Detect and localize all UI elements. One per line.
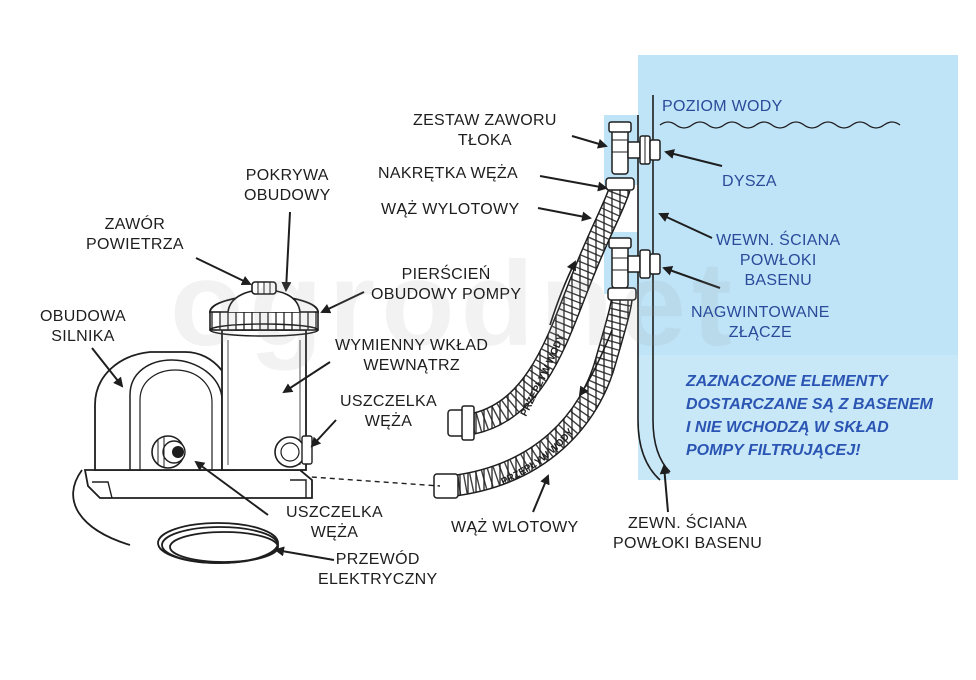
label-water-level: POZIOM WODY	[662, 98, 783, 115]
label-hose-seal-bottom: USZCZELKA WĘŻA	[286, 504, 383, 541]
pool-outer-wall-line	[637, 115, 661, 481]
arrow-housing-cover	[281, 211, 292, 292]
label-outlet-hose: WĄŻ WYLOTOWY	[381, 201, 520, 218]
pool-water	[638, 55, 958, 355]
pump-base	[83, 469, 313, 499]
label-nozzle: DYSZA	[722, 173, 777, 190]
arrow-inlet-hose	[532, 474, 550, 513]
arrow-hose-seal-bottom	[194, 460, 269, 516]
arrow-motor-housing	[91, 347, 124, 388]
label-hose-nut: NAKRĘTKA WĘŻA	[378, 165, 518, 182]
label-inner-wall: WEWN. ŚCIANA POWŁOKI BASENU	[716, 232, 841, 289]
filter-housing	[209, 281, 319, 471]
arrow-pump-ring	[320, 291, 365, 314]
arrow-nozzle	[664, 149, 723, 167]
dashed-line-lower	[239, 471, 441, 487]
arrow-threaded-connector	[662, 265, 721, 289]
arrow-cartridge	[282, 361, 331, 394]
flow-arrow-lower	[578, 329, 613, 397]
label-outer-wall: ZEWN. ŚCIANA POWŁOKI BASENU	[613, 515, 763, 552]
arrow-inner-wall	[658, 212, 713, 239]
label-hose-seal-top: USZCZELKA WĘŻA	[340, 393, 437, 430]
lower-fitting	[608, 237, 661, 289]
label-air-valve: ZAWÓR POWIETRZA	[86, 216, 184, 253]
arrow-hose-seal-top	[310, 419, 337, 448]
label-inlet-hose: WĄŻ WLOTOWY	[451, 519, 579, 536]
arrow-hose-nut	[539, 175, 608, 192]
label-pump-housing-ring: PIERŚCIEŃ OBUDOWY POMPY	[371, 266, 522, 303]
label-motor-housing: OBUDOWA SILNIKA	[40, 308, 126, 345]
label-housing-cover: POKRYWA OBUDOWY	[244, 167, 331, 204]
label-piston-valve-kit: ZESTAW ZAWORU TŁOKA	[413, 112, 557, 149]
outlet-hose	[447, 177, 635, 441]
arrow-outlet-hose	[537, 207, 592, 222]
inlet-hose	[433, 287, 637, 499]
water-level-wave	[659, 121, 901, 129]
motor-housing	[94, 351, 236, 471]
pool-water-lower	[638, 355, 958, 480]
label-power-cord: PRZEWÓD ELEKTRYCZNY	[318, 551, 438, 588]
arrow-power-cord	[274, 546, 335, 561]
flow-label-lower: PRZEPŁYW WODY	[500, 427, 577, 488]
supplied-parts-note: ZAZNACZONE ELEMENTY DOSTARCZANE SĄ Z BAS…	[686, 373, 933, 459]
label-threaded-connector: NAGWINTOWANE ZŁĄCZE	[691, 304, 830, 341]
flow-label-lower-text: PRZEPŁYW WODY	[500, 427, 577, 488]
watermark-text: ogrodnet	[170, 237, 738, 371]
label-replaceable-cartridge: WYMIENNY WKŁAD WEWNĄTRZ	[335, 337, 489, 374]
arrow-outer-wall	[659, 464, 670, 513]
arrow-piston-valve	[571, 135, 608, 149]
upper-fitting	[608, 121, 661, 175]
arrow-air-valve	[195, 257, 252, 286]
flow-arrow-upper	[549, 260, 576, 326]
